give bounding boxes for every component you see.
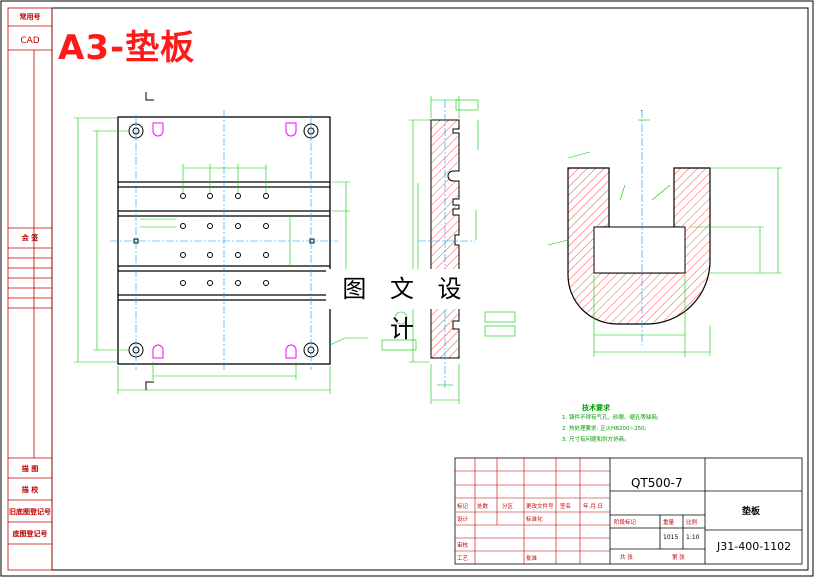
- tb-sheet-total: 共 张: [620, 555, 633, 561]
- tb-header-5: 签名: [560, 504, 572, 510]
- front-view: [74, 92, 368, 394]
- detail-view: [547, 110, 782, 357]
- tb-header-4: 更改文件号: [526, 504, 554, 510]
- scale-value: 1:10: [686, 534, 700, 541]
- tech-notes-title: 技术要求: [582, 404, 610, 412]
- tech-note-2: 2. 热处理要求: 正火HB200~250;: [562, 426, 647, 432]
- watermark-text: 图 文 设 计: [326, 269, 486, 343]
- weight-value: 1015: [663, 534, 679, 541]
- tb-scale-label: 比例: [686, 520, 698, 526]
- tb-row-approve: 批准: [526, 556, 538, 562]
- side-section-view: [381, 96, 516, 404]
- strip-label-bottom-4: 底图登记号: [12, 530, 48, 538]
- strip-label-bottom-3: 旧底图登记号: [9, 508, 51, 516]
- tb-stage-label: 阶段标记: [614, 520, 637, 526]
- left-strip: [7, 7, 53, 571]
- strip-label-top-1: 常用号: [19, 13, 41, 21]
- tech-note-1: 1. 铸件不得有气孔、砂眼、缩孔等缺陷;: [562, 415, 659, 421]
- tb-weight-label: 重量: [663, 520, 675, 526]
- title-block-grid: [455, 458, 610, 564]
- strip-label-bottom-2: 描 校: [21, 486, 39, 494]
- strip-label-bottom-1: 描 图: [21, 465, 39, 473]
- tb-header-6: 年.月.日: [583, 504, 603, 510]
- tb-row-process: 工艺: [457, 556, 469, 562]
- drawing-number: J31-400-1102: [717, 540, 792, 553]
- title-block: [454, 457, 803, 565]
- strip-label-mid: 会 签: [21, 234, 39, 242]
- tb-header-1: 标记: [457, 504, 469, 510]
- tech-note-3: 3. 尺寸有问题和供方协商。: [562, 437, 630, 443]
- tb-header-3: 分区: [502, 504, 514, 510]
- tb-row-design: 设计: [457, 517, 469, 523]
- tb-header-2: 处数: [477, 504, 489, 510]
- tb-row-review: 审核: [457, 543, 469, 549]
- part-name: 垫板: [742, 507, 761, 517]
- drawing-title: A3-垫板: [58, 28, 196, 68]
- tb-sheet-current: 第 张: [672, 555, 685, 561]
- material-label: QT500-7: [631, 476, 683, 490]
- tb-row-standard: 标准化: [526, 517, 543, 523]
- strip-label-top-2: CAD: [20, 36, 40, 46]
